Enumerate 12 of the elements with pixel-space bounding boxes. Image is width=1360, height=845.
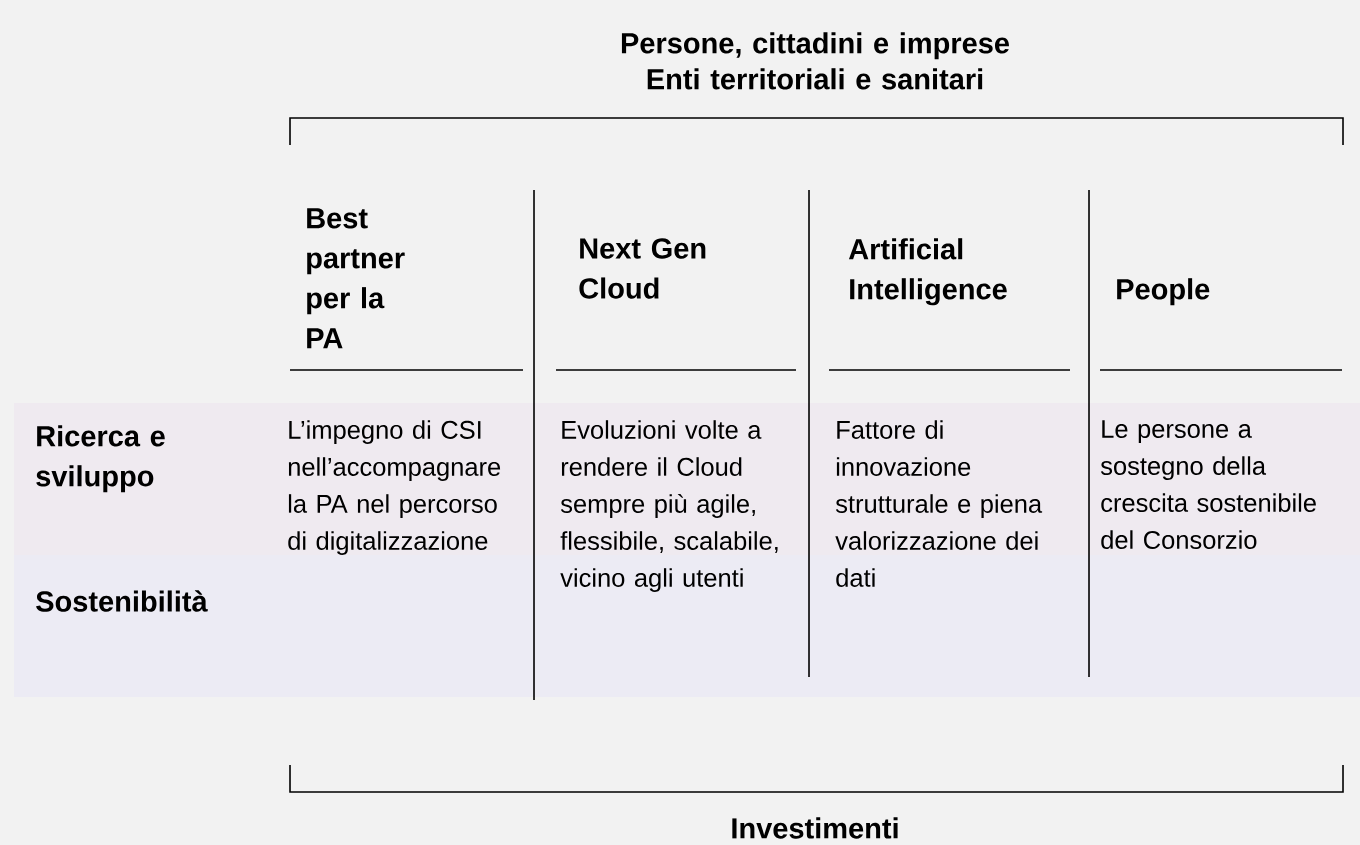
node-label: Ricerca e sviluppo [36,425,165,493]
node-label: Sostenibilità [36,590,208,612]
heading-title: Persone, cittadini e imprese Enti territoriali e sanitari [621,32,1009,90]
column-heading: Best partner per la PA [307,208,405,349]
column-heading: Next Gen Cloud [579,238,706,299]
footer-label: Investimenti [732,817,898,839]
body-text: Evoluzioni volte a rendere il Cloud sempre più agile, flessibile, scalabile, vicino agli utenti [560,420,778,592]
body-text: L’impegno di CSI nell’accompagnare la PA nel percorso di digitalizzazione [288,420,501,555]
body-text: Fattore di innovazione strutturale e piena valorizzazione dei dati [835,420,1043,587]
body-text: Le persone a sostegno della crescita sostenibile del Consorzio [1100,420,1316,549]
column-heading: People [1117,278,1210,306]
column-heading: Artificial Intelligence [848,238,1007,306]
